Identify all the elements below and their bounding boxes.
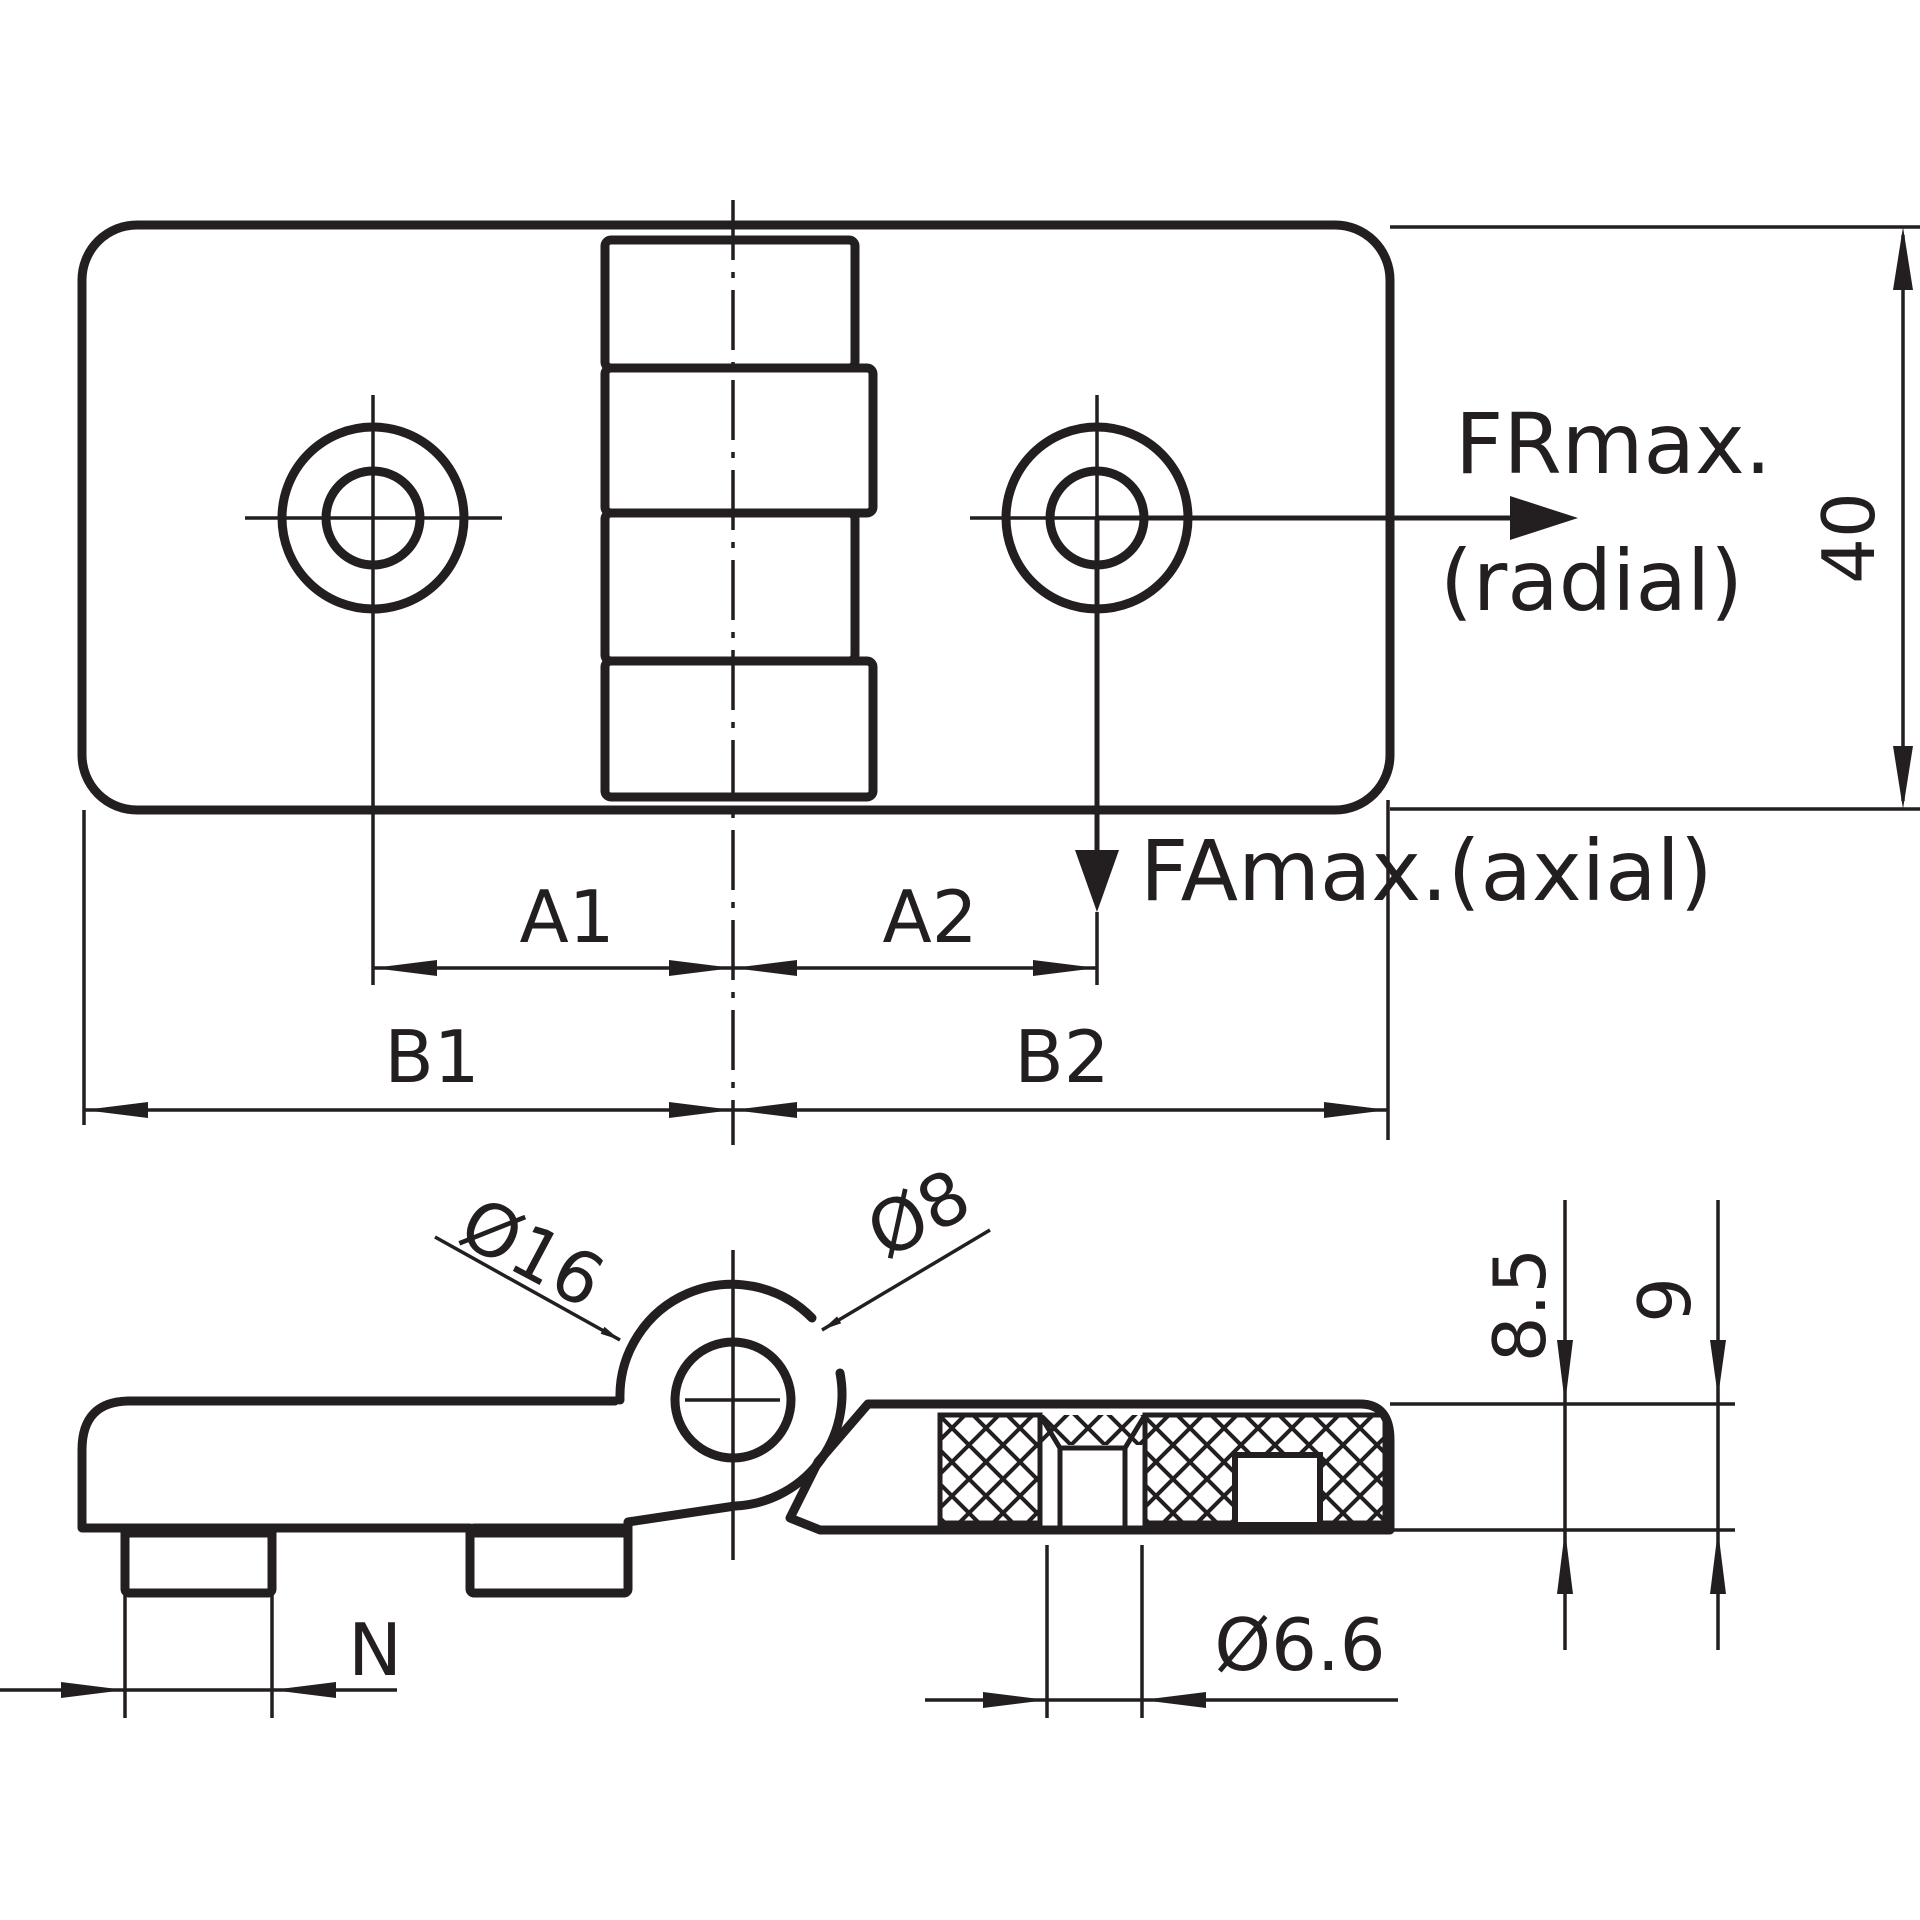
- height-dimension-label: 40: [1807, 492, 1891, 584]
- axial-force-arrow: [1075, 518, 1119, 912]
- right-mounting-hole: [970, 395, 1193, 650]
- thickness-dimensions: [1390, 1200, 1735, 1650]
- b1-dimension-label: B1: [384, 1015, 479, 1099]
- radial-force-sublabel: (radial): [1440, 532, 1743, 630]
- right-leaf-section: [937, 1412, 1388, 1531]
- a2-dimension-label: A2: [882, 875, 977, 959]
- knuckle-outline: [615, 1279, 817, 1405]
- side-view: Ø16 Ø8 8.5 9 N: [0, 1153, 1735, 1718]
- b2-dimension-label: B2: [1014, 1015, 1109, 1099]
- thickness-9-label: 9: [1623, 1277, 1707, 1323]
- right-leaf-outline: [785, 1399, 1395, 1535]
- left-mounting-hole: [245, 395, 502, 650]
- left-stud-1: [120, 1523, 277, 1598]
- knuckle-diameter-leader: [434, 1235, 621, 1342]
- pin-diameter-label: Ø8: [854, 1153, 984, 1275]
- a1-dimension-label: A1: [519, 875, 614, 959]
- pin-diameter-leader: [821, 1228, 991, 1332]
- radial-force-arrow: [1097, 496, 1578, 540]
- axial-force-label: FAmax.(axial): [1140, 822, 1713, 920]
- hole-diameter-label: Ø6.6: [1214, 1603, 1385, 1687]
- radial-force-label: FRmax.: [1455, 395, 1771, 493]
- height-dimension: [1390, 225, 1920, 811]
- knuckle-diameter-label: Ø16: [447, 1181, 617, 1325]
- left-leaf-outline: [77, 1396, 740, 1538]
- thickness-8-5-label: 8.5: [1478, 1248, 1562, 1363]
- a-dimensions: [371, 650, 1099, 985]
- n-dimension-label: N: [348, 1608, 402, 1692]
- hole-diameter-dimension: [925, 1545, 1398, 1718]
- knuckle-segments: [600, 235, 878, 802]
- n-dimension: [0, 1595, 397, 1718]
- left-stud-2: [465, 1523, 633, 1598]
- top-view: FRmax. (radial) FAmax.(axial) 40 A1: [77, 200, 1920, 1145]
- b-dimensions: [82, 800, 1390, 1140]
